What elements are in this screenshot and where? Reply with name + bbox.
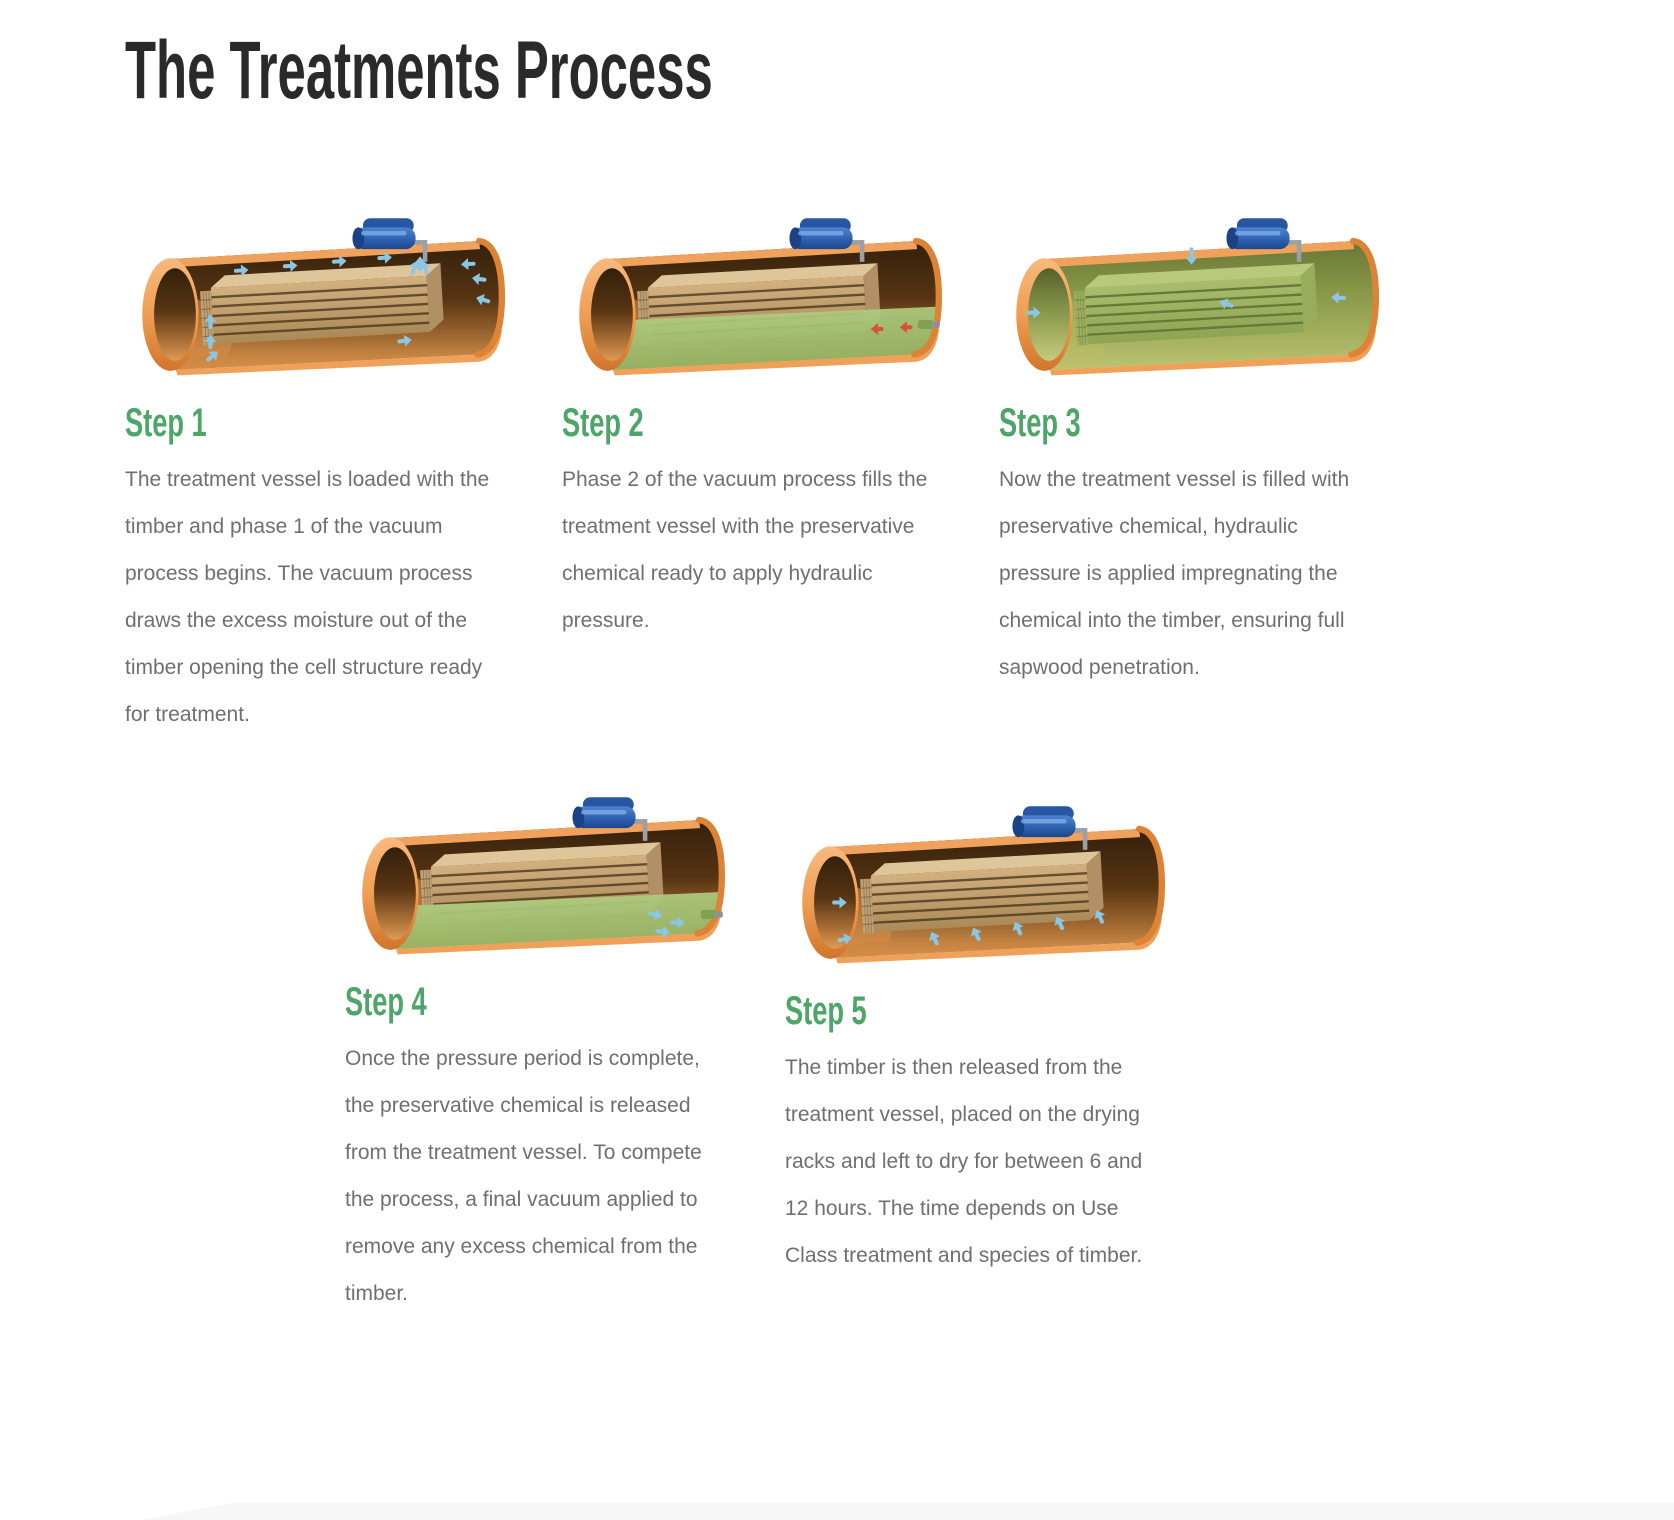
page-title: The Treatments Process (125, 30, 1674, 112)
step-card-2: Step 2 Phase 2 of the vacuum process fil… (562, 214, 947, 738)
step-card-4: Step 4 Once the pressure period is compl… (345, 793, 730, 1317)
step-4-heading: Step 4 (345, 980, 427, 1024)
treatment-vessel-vacuum-illustration (125, 214, 510, 386)
step-card-1: Step 1 The treatment vessel is loaded wi… (125, 214, 510, 738)
step-card-3: Step 3 Now the treatment vessel is fille… (999, 214, 1384, 738)
steps-row-1: Step 1 The treatment vessel is loaded wi… (125, 214, 1674, 738)
treatments-process-section: The Treatments Process (125, 30, 1674, 1317)
step-3-description: Now the treatment vessel is filled with … (999, 468, 1350, 679)
next-section-edge (140, 1503, 1674, 1520)
step-2-heading: Step 2 (562, 401, 644, 445)
treatment-vessel-release-illustration (345, 793, 730, 965)
steps-row-2: Step 4 Once the pressure period is compl… (345, 793, 1674, 1317)
step-3-heading: Step 3 (999, 401, 1081, 445)
step-4-description: Once the pressure period is complete, th… (345, 1047, 702, 1305)
step-5-heading: Step 5 (785, 989, 867, 1033)
page-title-text: The Treatments Process (125, 25, 713, 116)
treatment-vessel-pressure-illustration (999, 214, 1384, 386)
step-1-heading: Step 1 (125, 401, 207, 445)
treatment-vessel-drying-illustration (785, 802, 1170, 974)
step-1-description: The treatment vessel is loaded with the … (125, 468, 490, 726)
step-2-description: Phase 2 of the vacuum process fills the … (562, 468, 928, 632)
step-card-5: Step 5 The timber is then released from … (785, 793, 1170, 1317)
treatment-vessel-filling-illustration (562, 214, 947, 386)
step-5-description: The timber is then released from the tre… (785, 1056, 1143, 1267)
